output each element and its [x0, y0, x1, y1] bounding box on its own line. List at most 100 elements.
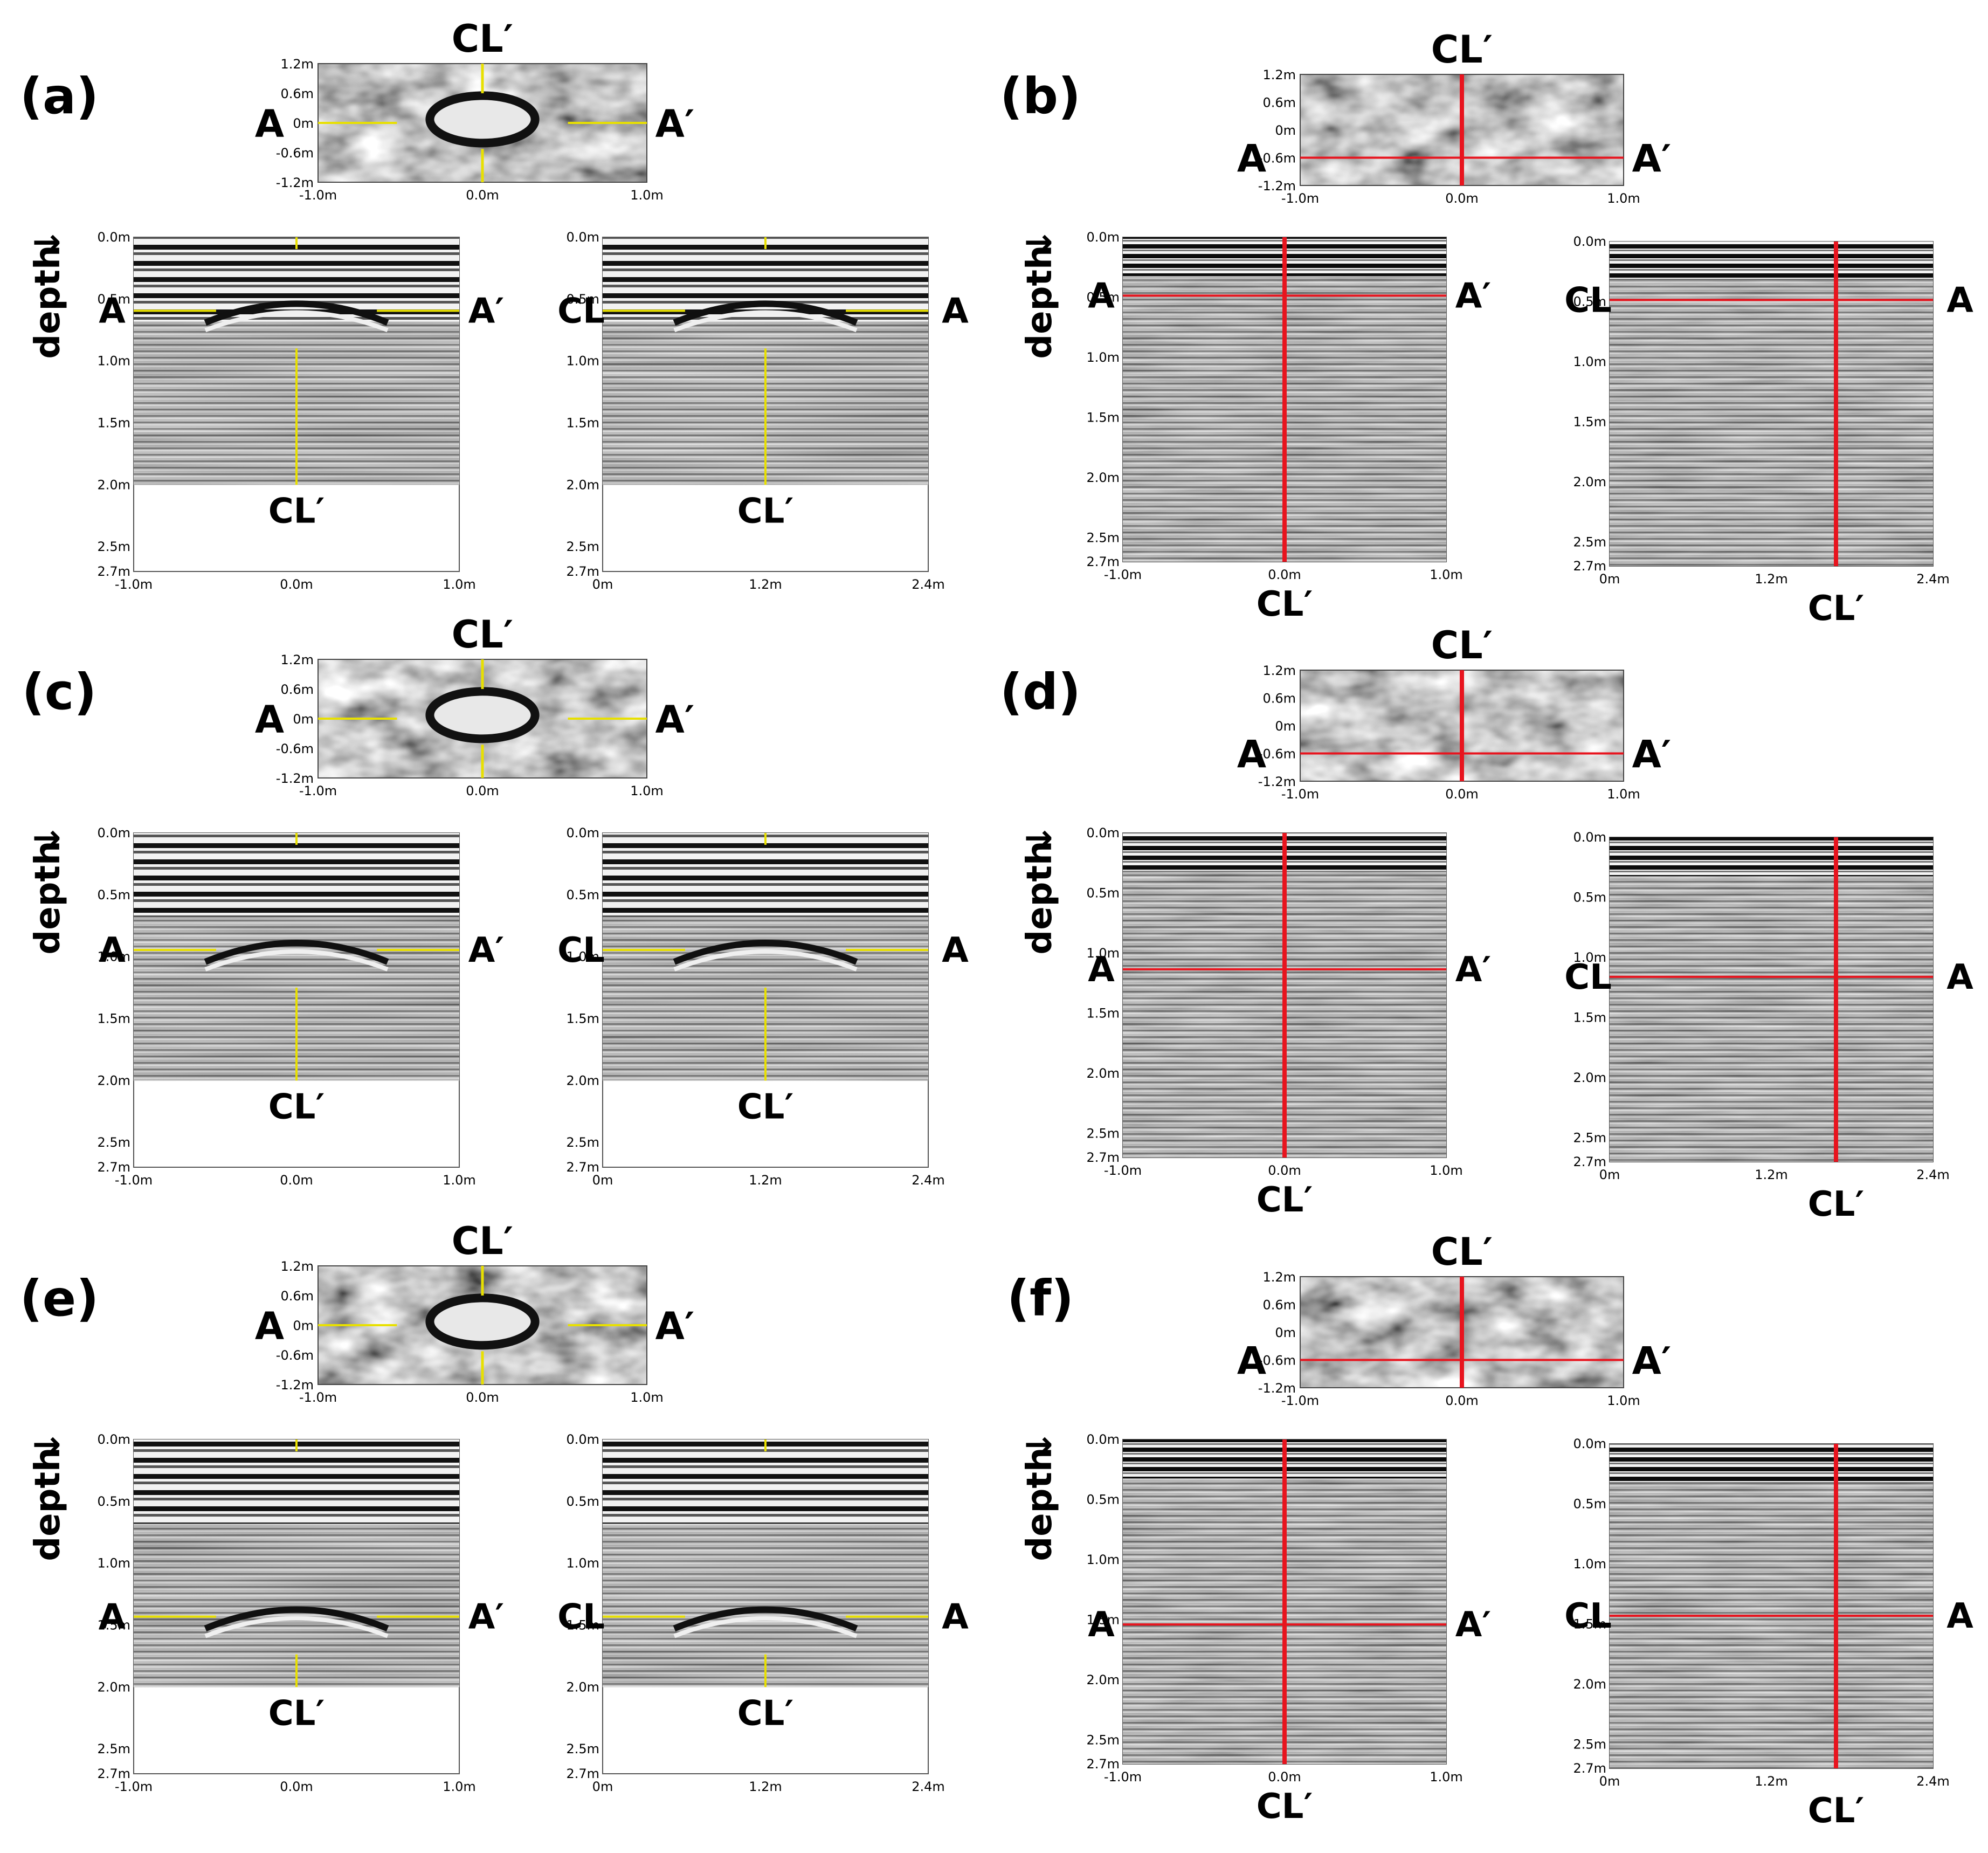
depth-tick: 0.5m — [1573, 294, 1606, 309]
plan-y-tick: 1.2m — [280, 57, 314, 72]
depth-arrow: ↓ — [28, 824, 68, 853]
plan-label-a-prime: A′ — [1632, 733, 1672, 777]
plan-y-tick: -1.2m — [1258, 1381, 1296, 1396]
x-tick: 1.2m — [749, 577, 782, 592]
depth-tick: 2.0m — [1573, 1677, 1606, 1692]
section-label-cl: CL — [557, 931, 605, 970]
depth-tick: 1.5m — [566, 1011, 599, 1026]
depth-tick: 0.0m — [1086, 825, 1120, 841]
hyperbola-reflection — [204, 1606, 389, 1632]
x-tick: 2.4m — [1916, 1774, 1950, 1789]
section-bands — [134, 237, 459, 322]
plan-y-tick: 0.6m — [1262, 95, 1296, 111]
section-label-cl-prime: CL′ — [1257, 584, 1313, 624]
section-label-a: A — [1088, 1605, 1115, 1645]
plan-x-tick: 1.0m — [1607, 191, 1640, 206]
section-label-a: A — [942, 1597, 969, 1637]
depth-label: depth↓ — [1020, 824, 1060, 954]
depth-tick: 2.5m — [1086, 1126, 1120, 1141]
depth-label: depth↓ — [1020, 228, 1060, 359]
plan-y-tick: -0.6m — [1258, 747, 1296, 762]
plan-y-tick: -1.2m — [1258, 774, 1296, 789]
section-bands — [603, 1439, 928, 1524]
section-label-cl-prime: CL′ — [268, 1693, 325, 1733]
plan-x-tick: 0.0m — [466, 1390, 499, 1405]
depth-tick: 2.5m — [1086, 530, 1120, 545]
plan-label-cl-prime: CL′ — [1431, 623, 1493, 667]
section-label-a: A — [99, 931, 126, 970]
section-label-cl-prime: CL′ — [737, 1693, 794, 1733]
plan-label-a: A — [1237, 137, 1266, 181]
depth-tick: 0.5m — [97, 1494, 130, 1509]
plan-y-tick: -1.2m — [1258, 178, 1296, 194]
section-label-cl-prime: CL′ — [1808, 1791, 1865, 1831]
depth-tick: 0.0m — [1086, 230, 1120, 245]
plan-y-tick: 1.2m — [1262, 67, 1296, 82]
depth-arrow: ↓ — [1020, 228, 1060, 257]
plan-y-tick: 0.6m — [1262, 691, 1296, 706]
plan-x-tick: -1.0m — [299, 188, 337, 203]
depth-tick: 0.5m — [1573, 1496, 1606, 1511]
section-label-a-prime: A′ — [1455, 1605, 1491, 1645]
depth-tick: 1.0m — [1573, 1556, 1606, 1572]
depth-tick: 0.0m — [566, 825, 599, 841]
depth-arrow: ↓ — [28, 228, 68, 257]
depth-label: depth↓ — [28, 228, 68, 359]
depth-tick: 0.0m — [97, 825, 130, 841]
x-tick: 0m — [592, 1173, 613, 1188]
plan-label-cl-prime: CL′ — [452, 17, 513, 61]
depth-tick: 1.0m — [566, 949, 599, 965]
x-tick: -1.0m — [1104, 567, 1142, 582]
x-tick: 2.4m — [912, 1779, 945, 1794]
panel-letter: (c) — [22, 663, 97, 721]
hyperbola-reflection — [673, 310, 858, 333]
x-tick: 2.4m — [912, 1173, 945, 1188]
depth-tick: 1.5m — [566, 1617, 599, 1632]
depth-text: depth — [1020, 841, 1060, 954]
section-bands — [603, 237, 928, 322]
depth-tick: 2.5m — [97, 1741, 130, 1756]
x-tick: 0m — [1599, 571, 1620, 587]
section-label-cl-prime: CL′ — [737, 491, 794, 531]
depth-tick: 1.0m — [1086, 946, 1120, 961]
depth-text: depth — [1020, 1447, 1060, 1561]
plan-y-tick: 0m — [293, 116, 314, 131]
depth-tick: 1.0m — [566, 1556, 599, 1571]
depth-tick: 1.0m — [1573, 950, 1606, 965]
plan-x-tick: -1.0m — [1281, 1393, 1319, 1408]
depth-tick: 2.5m — [566, 1741, 599, 1756]
x-tick: 1.2m — [1755, 571, 1788, 587]
x-tick: 1.0m — [1430, 567, 1463, 582]
plan-y-tick: -1.2m — [276, 1377, 314, 1393]
section-fine-bands — [1610, 280, 1933, 566]
section-label-a: A — [942, 931, 969, 970]
plan-y-tick: 1.2m — [1262, 1270, 1296, 1285]
plan-label-a-prime: A′ — [655, 1304, 695, 1348]
depth-tick: 2.0m — [566, 477, 599, 492]
depth-tick: 0.0m — [1573, 234, 1606, 249]
plan-y-tick: 0m — [1275, 123, 1296, 138]
depth-text: depth — [28, 245, 68, 359]
depth-tick: 2.7m — [97, 564, 130, 579]
x-tick: 0.0m — [280, 1173, 313, 1188]
depth-tick: 0.5m — [566, 292, 599, 307]
x-tick: -1.0m — [115, 1173, 153, 1188]
x-tick: 0.0m — [1268, 1163, 1301, 1178]
section-label-a-prime: A′ — [1455, 276, 1491, 316]
plan-x-tick: 0.0m — [1445, 191, 1479, 206]
depth-tick: 1.0m — [97, 949, 130, 965]
section-label-cl-prime: CL′ — [1808, 589, 1865, 629]
depth-tick: 2.0m — [566, 1073, 599, 1088]
plan-y-tick: -1.2m — [276, 175, 314, 190]
section-label-cl-prime: CL′ — [1257, 1180, 1313, 1220]
depth-label: depth↓ — [28, 1430, 68, 1561]
section-label-cl-prime: CL′ — [1257, 1787, 1313, 1827]
depth-tick: 1.0m — [1573, 354, 1606, 369]
panel-letter: (d) — [1000, 663, 1081, 721]
depth-tick: 1.0m — [1086, 1552, 1120, 1567]
